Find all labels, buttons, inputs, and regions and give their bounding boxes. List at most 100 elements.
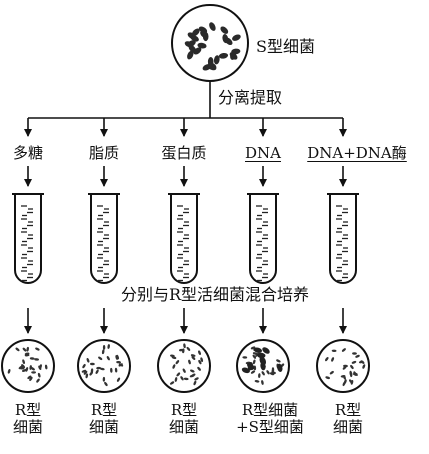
r-colony bbox=[36, 378, 40, 383]
r-colony bbox=[355, 354, 360, 358]
component-label-lipid: 脂质 bbox=[88, 144, 120, 162]
s-colony bbox=[200, 30, 209, 39]
r-colony bbox=[29, 357, 35, 360]
r-colony bbox=[198, 359, 202, 365]
r-colony bbox=[340, 375, 346, 378]
s-colony bbox=[218, 52, 229, 59]
r-colony bbox=[325, 357, 329, 362]
result-dish bbox=[1, 339, 55, 393]
result-label-1-line2: 细菌 bbox=[12, 418, 44, 437]
culture-step-label: 分别与R型活细菌混合培养 bbox=[116, 285, 314, 305]
r-colony bbox=[189, 374, 195, 378]
r-colony bbox=[276, 359, 281, 363]
r-colony bbox=[331, 349, 337, 353]
r-colony bbox=[114, 367, 118, 373]
s-colony bbox=[260, 361, 266, 371]
r-colony bbox=[349, 379, 353, 384]
r-colony bbox=[99, 367, 105, 371]
r-colony bbox=[261, 371, 265, 376]
r-colony bbox=[90, 362, 95, 366]
r-colony bbox=[95, 369, 99, 374]
r-colony bbox=[7, 368, 11, 374]
test-tube bbox=[168, 193, 200, 284]
r-colony bbox=[35, 347, 40, 351]
s-colony bbox=[202, 64, 212, 71]
result-label-5-line1: R型 bbox=[334, 401, 362, 419]
s-colony bbox=[220, 26, 229, 34]
r-colony bbox=[188, 359, 191, 365]
r-colony bbox=[21, 364, 25, 369]
arrows-to-dishes bbox=[24, 308, 347, 334]
r-colony bbox=[186, 346, 191, 351]
r-colony bbox=[197, 366, 201, 371]
s-colony bbox=[277, 363, 283, 372]
r-colony bbox=[183, 343, 186, 349]
r-colony bbox=[170, 354, 175, 358]
r-colony bbox=[24, 352, 30, 356]
r-colony bbox=[85, 373, 89, 379]
r-colony bbox=[180, 376, 184, 381]
r-colony bbox=[182, 368, 186, 373]
result-label-1-line1: R型 bbox=[14, 401, 42, 419]
s-colony bbox=[232, 34, 241, 41]
r-colony bbox=[250, 370, 256, 374]
r-colony bbox=[360, 360, 365, 364]
result-label-2: R型 细菌 bbox=[88, 401, 120, 437]
r-colony bbox=[110, 367, 113, 373]
r-colony bbox=[39, 364, 42, 369]
r-colony bbox=[116, 354, 119, 360]
result-label-2-line2: 细菌 bbox=[88, 418, 120, 437]
r-colony bbox=[261, 380, 264, 385]
r-colony bbox=[175, 360, 180, 365]
r-colony bbox=[82, 363, 86, 369]
r-colony bbox=[26, 346, 29, 352]
result-dish bbox=[77, 339, 131, 393]
r-colony bbox=[102, 344, 106, 350]
r-colony bbox=[98, 356, 103, 361]
r-colony bbox=[96, 366, 101, 370]
result-label-3-line2: 细菌 bbox=[168, 418, 200, 437]
s-colony bbox=[257, 352, 266, 359]
arrows-to-tubes bbox=[24, 166, 347, 187]
result-label-3: R型 细菌 bbox=[168, 401, 200, 437]
result-label-5: R型 细菌 bbox=[332, 401, 364, 437]
s-colony bbox=[253, 347, 263, 353]
result-dish bbox=[316, 339, 370, 393]
r-colony bbox=[271, 367, 275, 373]
r-colony bbox=[193, 380, 197, 386]
r-colony bbox=[351, 360, 357, 364]
s-colony bbox=[247, 362, 254, 371]
r-colony bbox=[182, 348, 185, 354]
r-colony bbox=[266, 370, 270, 375]
separation-step-label: 分离提取 bbox=[218, 88, 283, 107]
r-colony bbox=[176, 372, 181, 377]
r-colony bbox=[89, 371, 93, 376]
r-colony bbox=[254, 380, 260, 383]
r-colony bbox=[269, 372, 275, 376]
result-label-4: R型细菌 +S型细菌 bbox=[236, 401, 304, 437]
r-colony bbox=[350, 364, 354, 370]
s-colony bbox=[241, 367, 250, 374]
result-dish bbox=[236, 339, 290, 393]
test-tubes bbox=[12, 193, 359, 284]
r-colony bbox=[104, 381, 108, 387]
result-label-5-line2: 细菌 bbox=[332, 418, 364, 437]
r-colony bbox=[343, 379, 347, 384]
result-label-3-line1: R型 bbox=[170, 401, 198, 419]
r-colony bbox=[30, 367, 35, 371]
s-colony bbox=[187, 40, 196, 47]
r-colony bbox=[174, 377, 178, 382]
s-colony bbox=[197, 42, 207, 49]
r-colony bbox=[352, 352, 357, 355]
r-colony bbox=[83, 370, 88, 375]
r-colony bbox=[349, 372, 353, 378]
r-colony bbox=[341, 348, 346, 352]
r-colony bbox=[34, 358, 39, 361]
r-colony bbox=[29, 376, 33, 382]
component-label-polysaccharide: 多糖 bbox=[12, 144, 44, 162]
r-colony bbox=[102, 376, 106, 382]
component-label-protein: 蛋白质 bbox=[161, 144, 207, 162]
r-colony bbox=[101, 349, 105, 355]
s-colony bbox=[262, 347, 270, 354]
